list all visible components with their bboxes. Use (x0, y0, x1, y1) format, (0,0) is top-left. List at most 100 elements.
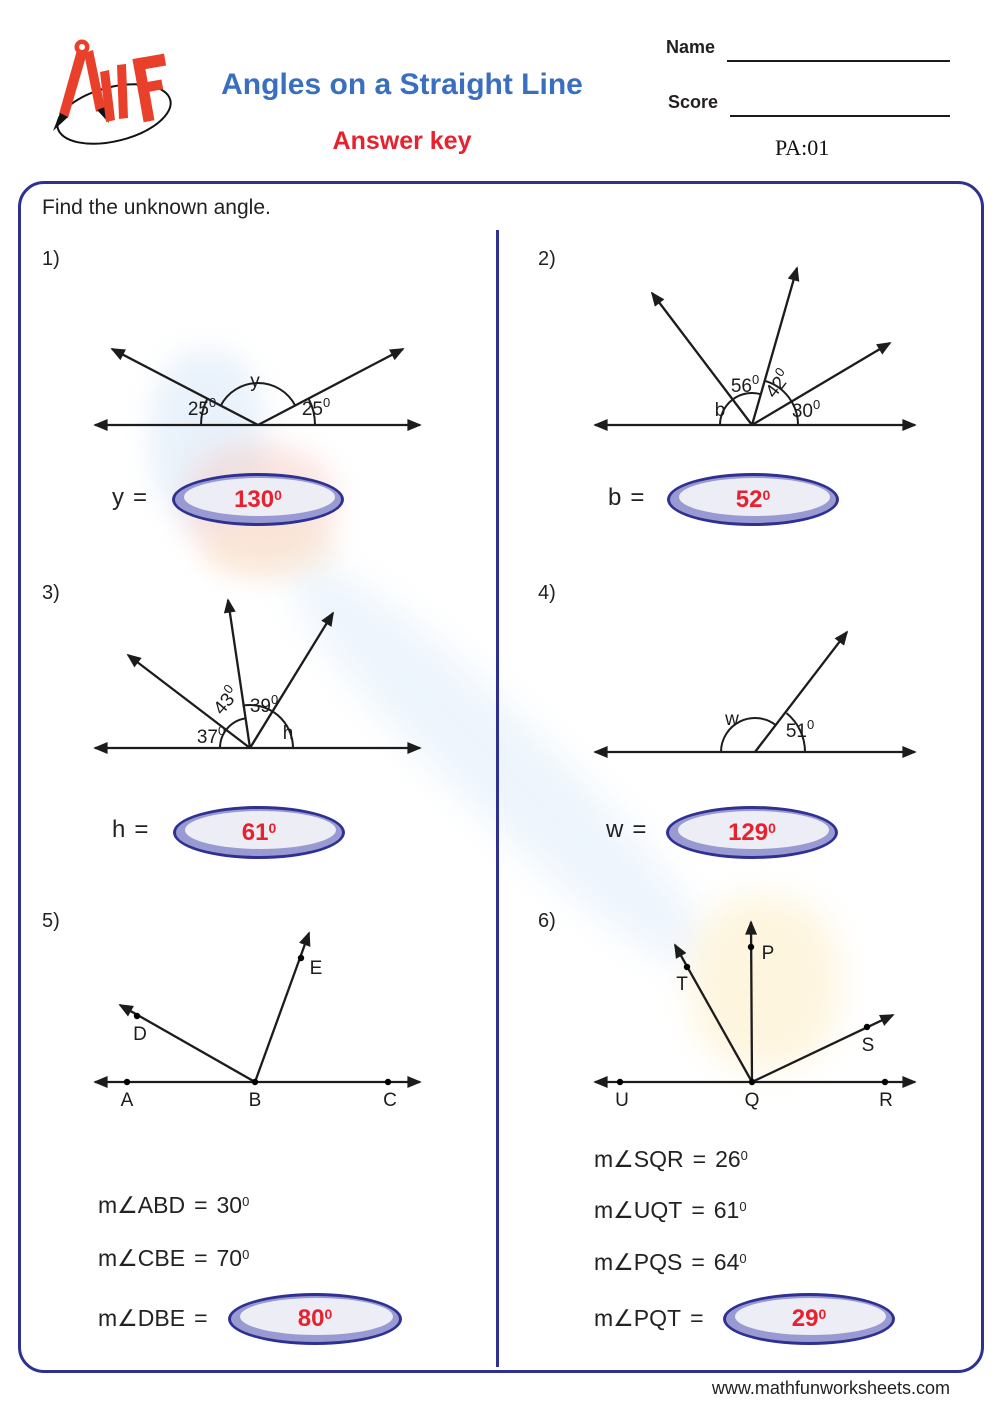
problem-number-5: 5) (42, 910, 60, 932)
equals-sign: = (194, 1245, 208, 1271)
answer-value: 610 (241, 818, 277, 846)
equals-sign: = (632, 816, 647, 843)
point-label: D (133, 1024, 147, 1045)
equals-sign: = (133, 484, 148, 511)
answer-value: 1290 (728, 818, 776, 846)
ray-up-right (754, 630, 849, 753)
angle-label: b (715, 400, 726, 421)
angle-arc-inner (219, 717, 246, 749)
answer-oval-6: 290 (723, 1293, 895, 1345)
ray-near-vertical (750, 266, 800, 426)
point-label: A (121, 1090, 134, 1111)
answer-oval-5: 800 (228, 1293, 402, 1345)
logo-letter-f (132, 53, 167, 123)
answer-oval-4: 1290 (666, 806, 838, 859)
score-line (730, 115, 950, 117)
problem-number-1: 1) (42, 248, 60, 270)
logo-compass-left-leg (59, 50, 87, 118)
answer-oval-1: 1300 (172, 473, 344, 526)
ray-right (257, 347, 405, 427)
oval-inner (679, 478, 830, 516)
answer-oval-3: 610 (173, 806, 345, 859)
diagram-1: 250 y 250 (93, 347, 422, 431)
angle-label: 430 (207, 681, 244, 719)
point-label: R (879, 1090, 893, 1111)
answer-equation-row: m∠PQT= (594, 1305, 704, 1331)
logo-pencil-tip (53, 113, 68, 131)
angle-label: y (250, 371, 260, 392)
angle-label: 510 (786, 717, 814, 742)
angle-arc-outer (764, 379, 799, 426)
content-box (18, 181, 984, 1373)
footer-url: www.mathfunworksheets.com (711, 1378, 950, 1398)
answer-variable: y (112, 484, 124, 511)
problem-number-6: 6) (538, 910, 556, 932)
ray-up-left (126, 653, 251, 749)
angle-label: 370 (197, 723, 225, 748)
point-dot-t (683, 963, 691, 971)
point-dot-b (251, 1078, 259, 1086)
equals-sign: = (630, 484, 645, 511)
angle-arc-51 (785, 712, 807, 753)
equation-row: m∠UQT=610 (594, 1197, 747, 1223)
column-divider (496, 230, 499, 1367)
answer-value: 800 (297, 1305, 333, 1332)
logo-letter-m-bar (100, 70, 115, 122)
diagram-2: b 560 420 300 (593, 266, 917, 431)
point-label: B (249, 1090, 262, 1111)
point-label: S (862, 1035, 875, 1056)
answer-variable: h (112, 816, 126, 843)
diagram-6: T P S U Q R (593, 920, 917, 1111)
point-dot-c (384, 1078, 392, 1086)
point-label: P (762, 943, 775, 964)
logo-letter-m-bar (117, 64, 128, 119)
point-label: Q (745, 1090, 760, 1111)
answer-value: 290 (791, 1305, 827, 1332)
equals-sign: = (691, 1249, 705, 1275)
answer-row-3: h= (112, 816, 157, 844)
angle-label: h (283, 723, 294, 744)
point-dot-s (863, 1023, 871, 1031)
diagram-3: 370 430 390 h (93, 598, 422, 754)
angle-arc-inner (718, 391, 762, 426)
name-line (727, 60, 950, 62)
worksheet-code: PA:01 (775, 135, 830, 160)
page-subtitle: Answer key (332, 127, 472, 155)
logo-mf (53, 39, 172, 145)
name-label: Name (666, 37, 716, 57)
angle-label: 560 (731, 372, 759, 397)
point-label: E (310, 958, 323, 979)
problem-number-2: 2) (538, 248, 556, 270)
point-dot-r (881, 1078, 889, 1086)
answer-oval-2: 520 (667, 473, 839, 526)
answer-row-4: w= (606, 816, 655, 844)
equals-sign: = (691, 1197, 705, 1223)
angle-arc-right (307, 398, 317, 426)
point-dot-q (748, 1078, 756, 1086)
ray-near-vertical (223, 598, 252, 749)
answer-value: 520 (735, 485, 771, 513)
answer-row-2: b= (608, 484, 653, 512)
equation-row: m∠SQR=260 (594, 1146, 748, 1172)
equation-row: m∠ABD=300 (98, 1192, 250, 1218)
ray-up-left (650, 291, 753, 426)
logo-compass-hinge-hole (79, 44, 85, 50)
angle-label: w (724, 709, 739, 730)
point-label: U (615, 1090, 629, 1111)
ray-left (110, 347, 259, 427)
diagram-5: D E A B C (93, 931, 422, 1111)
equals-sign: = (692, 1146, 707, 1172)
angle-label: 300 (792, 397, 820, 422)
angle-label: 250 (188, 395, 216, 420)
point-dot-a (123, 1078, 131, 1086)
equation-row: m∠CBE=700 (98, 1245, 250, 1271)
answer-equation-row: m∠DBE= (98, 1305, 208, 1331)
equals-sign: = (690, 1305, 704, 1331)
equals-sign: = (194, 1192, 208, 1218)
point-dot-d (133, 1012, 141, 1020)
answer-variable: b (608, 484, 622, 511)
answer-row-1: y= (112, 484, 156, 512)
ray-bd (118, 1004, 256, 1083)
score-label: Score (668, 92, 719, 112)
